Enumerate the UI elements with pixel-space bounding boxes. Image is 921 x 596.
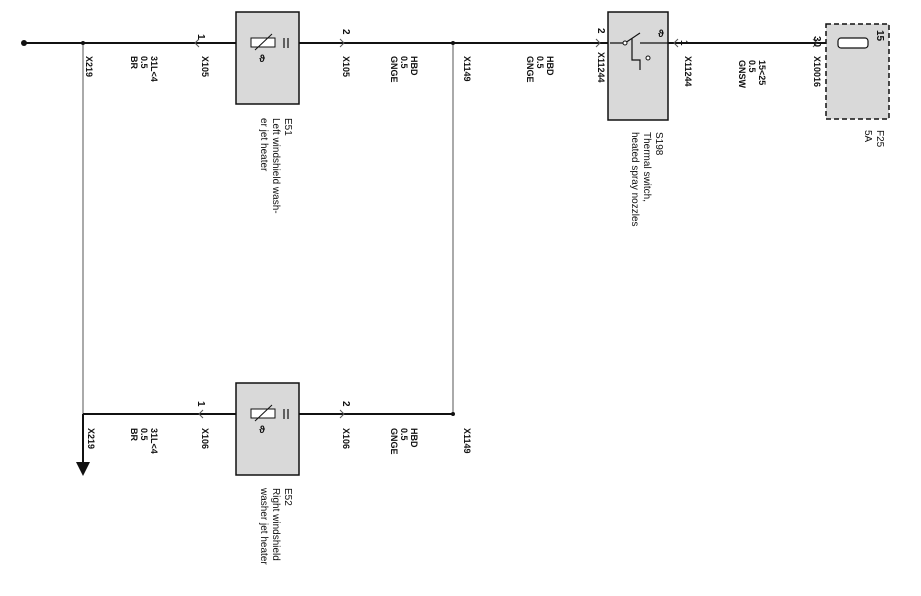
wire-connector-label: X1149: [462, 56, 472, 82]
temperature-symbol-icon: ϑ: [658, 29, 664, 40]
splice-dot: [451, 412, 455, 416]
splice-dot: [81, 41, 85, 45]
wire-size-label: 0.5: [139, 56, 149, 69]
wire-code-label: 31L<4: [149, 428, 159, 454]
wire-code-label: HBD: [409, 56, 419, 76]
wire-code-label: HBD: [409, 428, 419, 448]
e51-desc-line1: Left windshield wash-: [270, 118, 281, 214]
connector-chevron-icon: [339, 409, 345, 419]
wire-size-label: 0.5: [399, 56, 409, 69]
wire-size-label: 0.5: [139, 428, 149, 441]
wire-code-label: 31L<4: [149, 56, 159, 82]
wire-connector-label: X10016: [812, 56, 822, 87]
wire-color-label: BR: [129, 56, 139, 69]
connector-chevron-icon: [673, 38, 679, 48]
wire-connector-label: X106: [341, 428, 351, 449]
connector-chevron-icon: [595, 38, 601, 48]
temperature-symbol-icon: ϑ: [259, 425, 265, 436]
wire-connector-label: X105: [341, 56, 351, 77]
wire-connector-label: X11244: [683, 56, 693, 87]
connector-chevron-icon: [339, 38, 345, 48]
e52-desc-line1: Right windshield: [270, 488, 281, 561]
wire-color-label: GNGE: [389, 428, 399, 455]
fuse-icon: [837, 37, 869, 49]
connector-chevron-icon: [812, 38, 818, 48]
e52-pin2-label: 2: [340, 401, 351, 407]
connector-chevron-icon: [198, 409, 204, 419]
s198-pin1-label: 1: [678, 40, 689, 46]
wire-code-label: 15<25: [757, 60, 767, 85]
wire-size-label: 0.5: [535, 56, 545, 69]
wire-connector-label: X105: [200, 56, 210, 77]
wire-size-label: 0.5: [399, 428, 409, 441]
e52-id-label: E52: [282, 488, 293, 506]
connector-chevron-icon: [194, 38, 200, 48]
e52-component: ϑ: [235, 382, 300, 476]
wire-size-label: 0.5: [747, 60, 757, 73]
variable-resistor-arrow-icon: [254, 404, 273, 422]
s198-pin2-label: 2: [595, 28, 606, 34]
e51-desc-line2: er jet heater: [258, 118, 269, 172]
wire-connector-label: X11244: [596, 52, 606, 83]
e51-component: ϑ: [235, 11, 300, 105]
splice-dot: [451, 41, 455, 45]
s198-component: ϑ: [607, 11, 669, 121]
fuse-pin-out-label: 15: [874, 30, 885, 42]
f25-fuse-component: [825, 23, 890, 120]
wire-color-label: GNGE: [525, 56, 535, 83]
ground-arrow-icon: [76, 462, 90, 476]
s198-id-label: S198: [653, 132, 664, 156]
wire-connector-label: X1149: [462, 428, 472, 454]
wire-connector-label: X219: [84, 56, 94, 77]
variable-resistor-arrow-icon: [254, 33, 273, 51]
f25-rating-label: 5A: [862, 130, 873, 143]
temperature-symbol-icon: ϑ: [259, 54, 265, 65]
wire-code-label: HBD: [545, 56, 555, 76]
fuse-pin-in-label: 30: [811, 36, 822, 48]
e51-pin2-label: 2: [340, 29, 351, 35]
wire-connector-label: X219: [86, 428, 96, 449]
s198-desc-line1: Thermal switch,: [641, 132, 652, 202]
wire-color-label: BR: [129, 428, 139, 441]
e52-pin1-label: 1: [195, 401, 206, 407]
e51-pin1-label: 1: [195, 34, 206, 40]
e52-desc-line2: washer jet heater: [258, 487, 269, 565]
wire-color-label: GNGE: [389, 56, 399, 83]
f25-id-label: F25: [874, 130, 885, 148]
e51-id-label: E51: [282, 118, 293, 136]
s198-desc-line2: heated spray nozzles: [629, 132, 640, 227]
wire-connector-label: X106: [200, 428, 210, 449]
wire-color-label: GNSW: [737, 60, 747, 89]
top-wire-end-dot: [21, 40, 27, 46]
